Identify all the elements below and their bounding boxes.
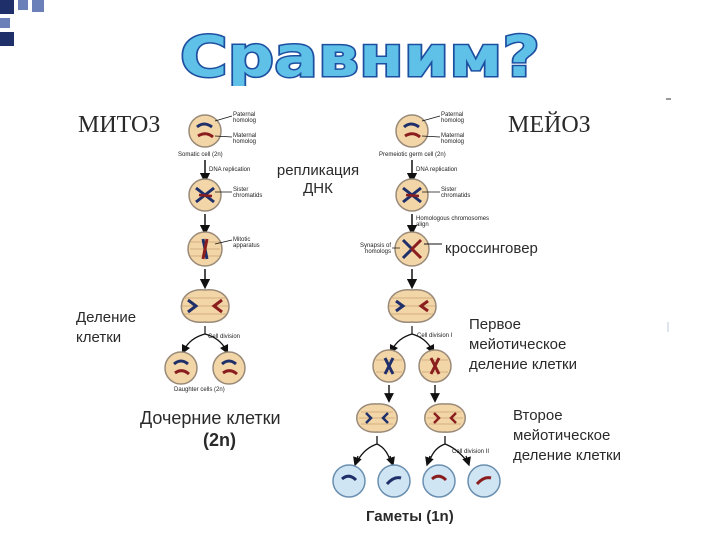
- meiosis-premeiotic-label: Premeiotic germ cell (2n): [379, 152, 446, 158]
- meiosis-sister-label: Sister chromatids: [441, 187, 471, 199]
- meiosis-division1-cell: [387, 289, 437, 323]
- gamete-cell-4: [467, 464, 501, 498]
- meiosis-division2-cell-left: [356, 403, 398, 433]
- mitosis-daughter-cell-left: [164, 351, 198, 385]
- meiosis-replicated-cell: [395, 178, 429, 212]
- mitosis-apparatus-label: Mitotic apparatus: [233, 237, 260, 249]
- gamete-cell-1: [332, 464, 366, 498]
- mitosis-dividing-cell: [180, 289, 230, 323]
- gamete-cell-3: [422, 464, 456, 498]
- mitosis-cell-division-label: Cell division: [208, 334, 241, 340]
- corner-square-4: [0, 18, 10, 28]
- mitosis-somatic-label: Somatic cell (2n): [178, 152, 223, 158]
- meiosis-division1-label: Cell division I: [417, 333, 453, 339]
- slide-title-text: Сравним?: [180, 25, 540, 86]
- meiosis-header: МЕЙОЗ: [508, 112, 591, 138]
- gamete-cell-2: [377, 464, 411, 498]
- mitosis-paternal-label: Paternal homolog: [233, 112, 257, 124]
- meiosis-division2-cell-right: [424, 403, 466, 433]
- meiosis-synapsis-label: Synapsis of homologs: [359, 243, 391, 255]
- corner-square-5: [0, 32, 14, 46]
- mitosis-daughter-cell-right: [212, 351, 246, 385]
- meiosis-paternal-label: Paternal homolog: [441, 112, 465, 124]
- mitosis-replicated-cell: [188, 178, 222, 212]
- gametes-label: Гаметы (1n): [366, 508, 454, 525]
- crossing-over-label: кроссинговер: [445, 240, 538, 257]
- meiosis-division2-label: Cell division II: [452, 449, 490, 455]
- corner-square-2: [18, 0, 28, 10]
- mitosis-daughter-small-label: Daughter cells (2n): [174, 387, 225, 393]
- slide-title: Сравним?: [0, 22, 720, 92]
- meiosis-secondary-cell-right: [418, 349, 452, 383]
- first-division-label: Первое мейотическое деление клетки: [469, 316, 578, 373]
- replication-label: репликация ДНК: [276, 162, 360, 197]
- meiosis-dna-replication-label: DNA replication: [416, 167, 458, 173]
- corner-square-1: [0, 0, 14, 14]
- mitosis-somatic-cell: [188, 114, 222, 148]
- mitosis-dna-replication-label: DNA replication: [209, 167, 251, 173]
- mitosis-header: МИТОЗ: [78, 112, 161, 138]
- corner-square-3: [32, 0, 44, 12]
- meiosis-germ-cell: [395, 114, 429, 148]
- meiosis-synapsis-cell: [394, 231, 430, 267]
- meiosis-maternal-label: Maternal homolog: [441, 133, 465, 145]
- daughter-cells-label: Дочерние клетки: [140, 408, 281, 428]
- mitosis-apparatus-cell: [187, 231, 223, 267]
- cell-division-label: Деление клетки: [76, 309, 137, 346]
- mitosis-sister-label: Sister chromatids: [233, 187, 263, 199]
- mitosis-maternal-label: Maternal homolog: [233, 133, 257, 145]
- meiosis-homologous-label: Homologous chromosomes align: [416, 216, 490, 228]
- daughter-ploidy-label: (2n): [203, 430, 236, 450]
- second-division-label: Второе мейотическое деление клетки: [513, 407, 622, 464]
- meiosis-secondary-cell-left: [372, 349, 406, 383]
